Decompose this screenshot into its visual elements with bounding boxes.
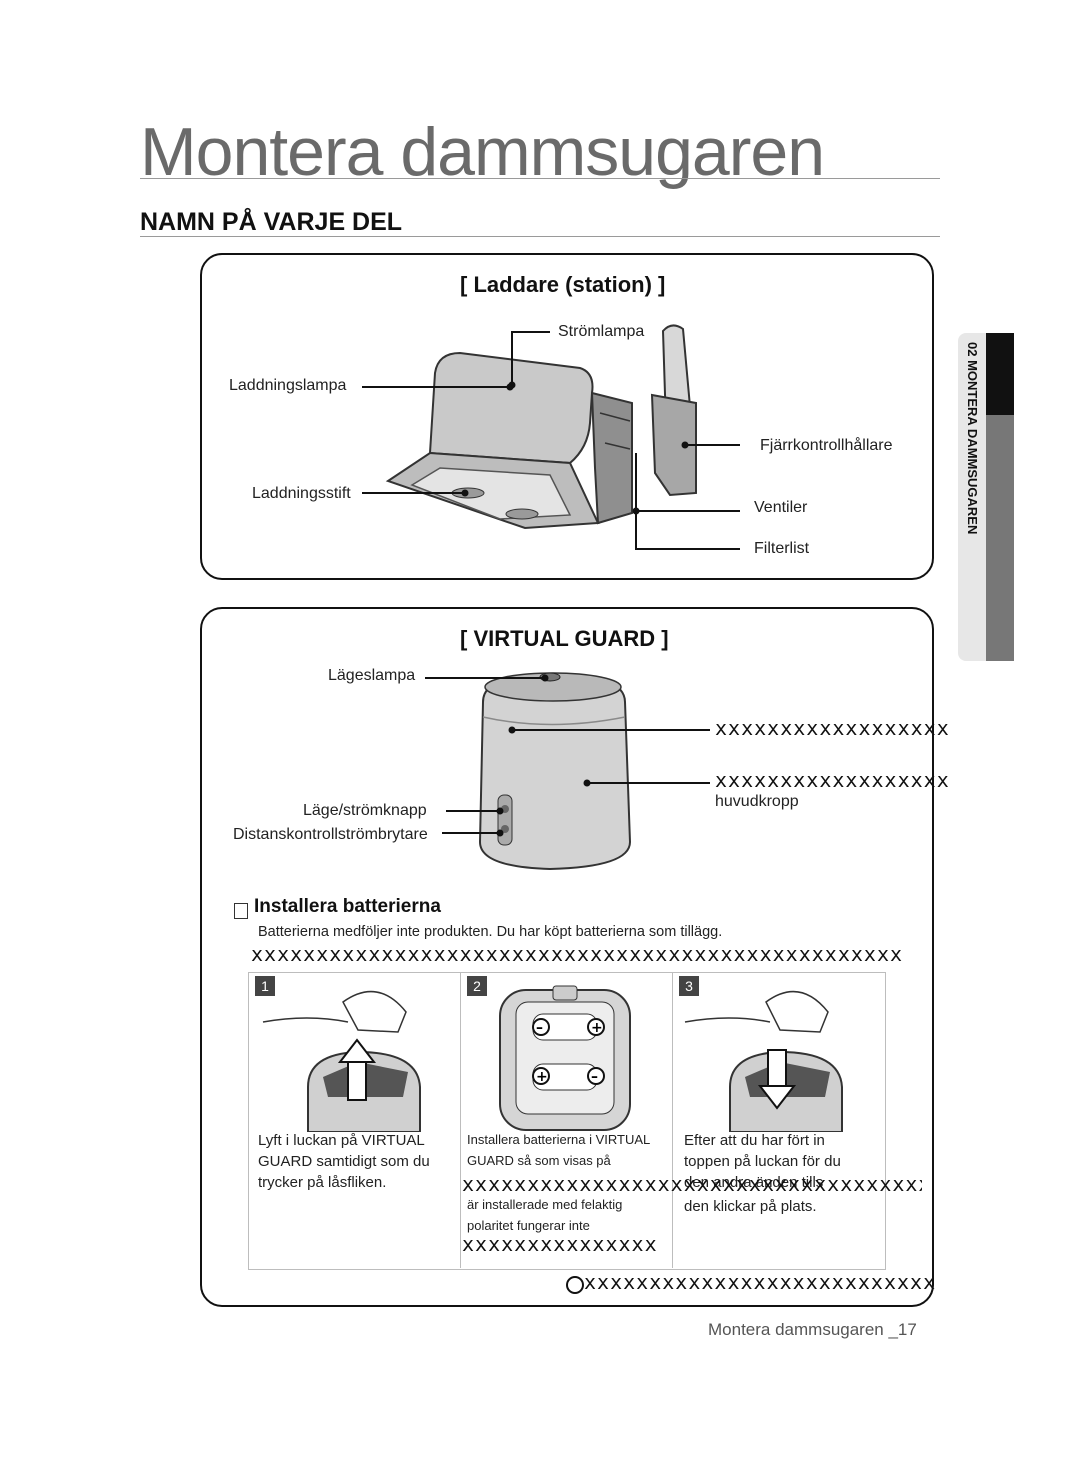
svg-text:+: +: [591, 1020, 603, 1036]
chapter-tab-marker: [986, 333, 1014, 415]
step-3-drawing: [684, 990, 843, 1132]
label-charging-pins: Laddningsstift: [252, 485, 351, 502]
step-2-tag: 2: [467, 976, 487, 996]
label-charging-lamp: Laddningslampa: [229, 377, 347, 394]
label-filter-strip: Filterlist: [754, 540, 810, 557]
bottom-garbled-note: xxxxxxxxxxxxxxxxxxxxxxxxxxx: [584, 1270, 937, 1294]
virtual-guard-title: [ VIRTUAL GUARD ]: [460, 626, 669, 651]
virtual-guard-leaders: [425, 677, 710, 834]
step-2-caption-line1: Installera batterierna i VIRTUAL: [467, 1132, 651, 1147]
label-mode-lamp: Lägeslampa: [328, 667, 416, 684]
step-3-caption-line1: Efter att du har fört in: [684, 1132, 825, 1149]
step-3-caption-line2: toppen på luckan för du: [684, 1153, 841, 1170]
steps-grid: [248, 972, 886, 1270]
step-1-tag: 1: [255, 976, 275, 996]
svg-text:–: –: [536, 1020, 543, 1036]
charger-title: [ Laddare (station) ]: [460, 272, 666, 297]
label-garbled-2: xxxxxxxxxxxxxxxxxx: [715, 768, 950, 792]
grid-divider-2: [672, 972, 673, 1268]
batteries-heading: Installera batterierna: [254, 896, 441, 917]
label-remote-holder: Fjärrkontrollhållare: [760, 437, 893, 454]
note-icon: [566, 1276, 584, 1294]
batteries-note: Batterierna medföljer inte produkten. Du…: [258, 924, 723, 940]
step-3-caption-line4: den klickar på plats.: [684, 1198, 817, 1215]
charger-leaders: [362, 331, 740, 550]
step-2-caption-line4: polaritet fungerar inte: [467, 1218, 590, 1233]
remote-drawing: [650, 324, 698, 497]
step-2-caption-line2: GUARD så som visas på: [467, 1153, 611, 1168]
step-2-drawing: – + + –: [499, 985, 631, 1131]
step-1-drawing: [262, 990, 421, 1132]
batteries-garbled-note: xxxxxxxxxxxxxxxxxxxxxxxxxxxxxxxxxxxxxxxx…: [251, 942, 904, 966]
label-main-body: huvudkropp: [715, 793, 799, 810]
label-power-lamp: Strömlampa: [558, 323, 645, 340]
page-title: Montera dammsugaren: [140, 114, 825, 190]
virtual-guard-illustration: [425, 672, 710, 871]
section-rule: [140, 236, 940, 237]
chapter-label: 02 MONTERA DAMMSUGAREN: [965, 342, 980, 535]
svg-text:–: –: [591, 1069, 598, 1085]
charger-illustration: [362, 324, 740, 550]
step-1-caption: Lyft i luckan på VIRTUAL GUARD samtidigt…: [258, 1132, 430, 1191]
section-heading: NAMN PÅ VARJE DEL: [140, 208, 403, 236]
bullet-icon: [234, 903, 248, 919]
step-3-tag: 3: [679, 976, 699, 996]
label-vents: Ventiler: [754, 499, 808, 516]
label-garbled-1: xxxxxxxxxxxxxxxxxx: [715, 716, 950, 740]
virtual-guard-drawing: [478, 672, 632, 871]
page-footer: Montera dammsugaren _17: [708, 1320, 917, 1339]
step-3-caption-line3: den andra änden tills: [684, 1174, 824, 1191]
steps-garbled-across: xxxxxxxxxxxxxxxxxxxxxxxxxxxxxxxxxxxx: [462, 1172, 922, 1196]
step-2-caption-line3: är installerade med felaktig: [467, 1197, 623, 1212]
grid-divider-1: [460, 972, 461, 1268]
steps-illustrations: – + + –: [262, 985, 843, 1132]
label-remote-switch: Distanskontrollströmbrytare: [233, 826, 428, 843]
charging-station-drawing: [385, 351, 633, 530]
svg-text:+: +: [536, 1069, 548, 1085]
label-mode-power-button: Läge/strömknapp: [303, 802, 427, 819]
title-rule: [140, 178, 940, 179]
step-2-garbled: xxxxxxxxxxxxxxx: [462, 1232, 658, 1256]
